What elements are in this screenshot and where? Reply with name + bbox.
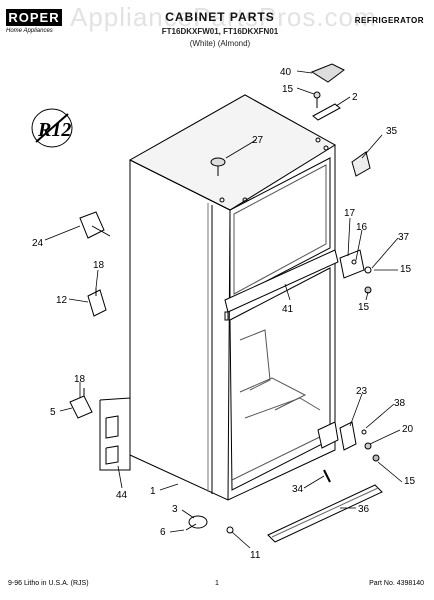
callout-40: 40	[280, 67, 292, 78]
callout-17: 17	[344, 208, 356, 219]
callout-5: 5	[50, 407, 56, 418]
brand-logo: ROPER	[6, 9, 62, 26]
part-23-lower-hinge	[339, 421, 380, 462]
callout-12: 12	[56, 295, 68, 306]
part-16-17-center-hinge	[339, 249, 372, 294]
part-34-pin	[323, 469, 331, 483]
callout-20: 20	[402, 424, 414, 435]
callout-23: 23	[356, 386, 368, 397]
brand-subtitle: Home Appliances	[6, 28, 53, 34]
part-35-door-stop	[351, 151, 371, 177]
footer-litho: 9-96 Litho in U.S.A. (RJS)	[8, 580, 89, 587]
part-5-lower-hinge-left	[69, 388, 93, 419]
model-colors: (White) (Almond)	[189, 39, 251, 48]
callout-24: 24	[32, 238, 44, 249]
callout-44: 44	[116, 490, 128, 501]
part-15-screw-top	[313, 91, 321, 108]
callout-1: 1	[150, 486, 156, 497]
callout-6: 6	[160, 527, 166, 538]
callout-41: 41	[282, 304, 294, 315]
callout-36: 36	[358, 504, 370, 515]
part-12-hinge	[87, 288, 107, 317]
part-3-leveler	[185, 515, 234, 534]
page-title: CABINET PARTS	[165, 10, 275, 24]
part-27-plug	[210, 157, 226, 176]
watermark: AppliancePartsPros.com	[70, 2, 377, 32]
part-44-panel	[99, 397, 131, 471]
footer-page-number: 1	[215, 580, 219, 587]
callout-2: 2	[352, 92, 358, 103]
part-40-hinge-cover	[310, 63, 345, 83]
callout-16: 16	[356, 222, 368, 233]
callout-37: 37	[398, 232, 410, 243]
part-24-bracket	[79, 211, 111, 239]
callout-3: 3	[172, 504, 178, 515]
callout-15-bottom: 15	[404, 476, 416, 487]
badge-text: R12	[37, 119, 71, 141]
callout-18-upper: 18	[93, 260, 105, 271]
callout-35: 35	[386, 126, 398, 137]
appliance-category: REFRIGERATOR	[354, 16, 424, 25]
callout-27: 27	[252, 135, 264, 146]
r12-badge	[31, 108, 73, 148]
callout-15-mid: 15	[400, 264, 412, 275]
cabinet-body	[128, 94, 339, 501]
part-2-top-hinge	[312, 103, 341, 121]
footer-part-number: Part No. 4398140	[369, 580, 424, 587]
callout-38: 38	[394, 398, 406, 409]
part-36-toe-grille	[267, 484, 383, 543]
callout-18-lower: 18	[74, 374, 86, 385]
callout-15-top: 15	[282, 84, 294, 95]
callout-34: 34	[292, 484, 304, 495]
model-numbers: FT16DKXFW01, FT16DKXFN01	[161, 27, 279, 36]
callout-15-low: 15	[358, 302, 370, 313]
callout-11: 11	[250, 550, 261, 561]
